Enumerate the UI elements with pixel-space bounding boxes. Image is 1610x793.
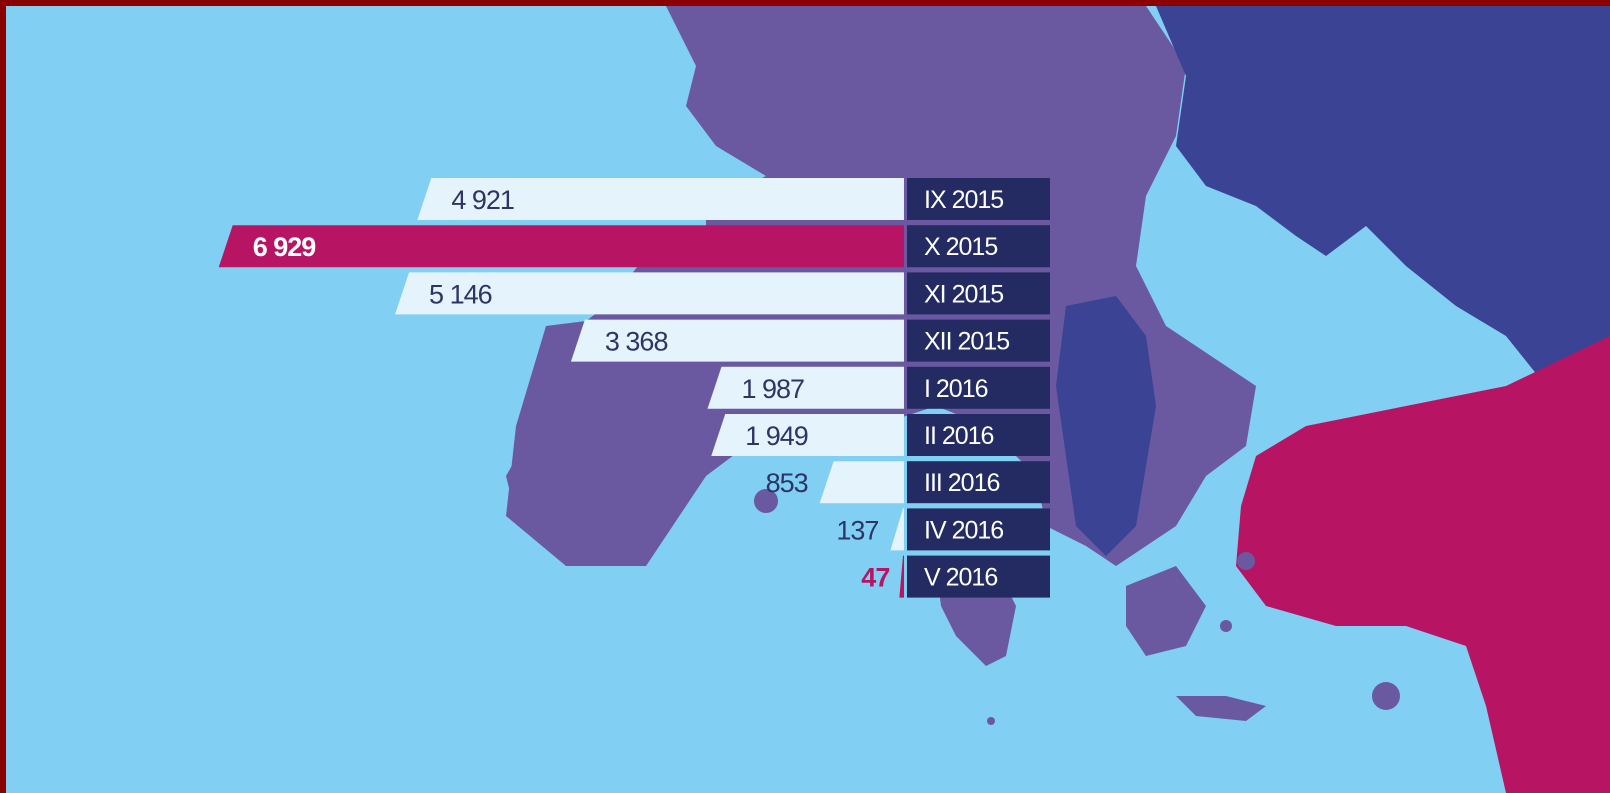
- land-eastern-europe: [1156, 6, 1610, 386]
- period-label: IX 2015: [924, 186, 1003, 214]
- bar: [819, 461, 904, 504]
- value-label: 4 921: [451, 185, 514, 215]
- period-box: [907, 461, 1050, 504]
- value-label: 3 368: [605, 327, 668, 357]
- value-label: 5 146: [429, 279, 492, 309]
- period-label: XII 2015: [924, 328, 1009, 356]
- period-box: [907, 319, 1050, 362]
- period-box: [907, 366, 1050, 409]
- period-box: [907, 272, 1050, 315]
- bar: [899, 555, 904, 598]
- period-label: III 2016: [924, 469, 999, 497]
- period-label: II 2016: [924, 422, 994, 450]
- value-labels: 4 921 6 929 5 146 3 368 1 987 1 949 853 137 47: [253, 185, 891, 593]
- chart-frame: 4 921 6 929 5 146 3 368 1 987 1 949 853 137 47 I…: [6, 6, 1610, 793]
- bars: [218, 178, 904, 598]
- island: [1220, 620, 1232, 632]
- period-label: V 2016: [924, 564, 997, 592]
- bar: [890, 508, 904, 551]
- value-label: 1 987: [741, 374, 804, 404]
- land-highlighted-country: [1236, 336, 1610, 793]
- island: [1372, 682, 1400, 710]
- inland-sea: [1246, 256, 1506, 416]
- island: [1176, 696, 1266, 721]
- period-box: [907, 178, 1050, 220]
- period-box: [907, 555, 1050, 598]
- land-southwest-peninsula: [506, 306, 726, 566]
- value-label: 1 949: [745, 421, 808, 451]
- period-label: I 2016: [924, 375, 988, 403]
- background-map: [6, 6, 1610, 793]
- land-balkans-west: [1056, 296, 1156, 556]
- bar: [707, 366, 904, 409]
- bar: [218, 225, 904, 268]
- period-label: IV 2016: [924, 516, 1003, 544]
- period-box: [907, 414, 1050, 456]
- value-label: 137: [836, 515, 878, 545]
- bar: [417, 178, 904, 220]
- period-label: X 2015: [924, 233, 997, 261]
- island: [1237, 552, 1255, 570]
- island: [987, 717, 995, 725]
- value-label: 6 929: [253, 232, 317, 262]
- period-label: XI 2015: [924, 280, 1003, 308]
- bar: [395, 272, 904, 315]
- bar: [711, 414, 904, 456]
- value-label: 853: [766, 468, 808, 498]
- period-box: [907, 225, 1050, 268]
- period-box: [907, 508, 1050, 551]
- bar-chart-over-map: 4 921 6 929 5 146 3 368 1 987 1 949 853 137 47 I…: [6, 6, 1610, 793]
- bar: [570, 319, 904, 362]
- land-greece: [1126, 566, 1206, 656]
- island: [754, 489, 778, 513]
- value-label: 47: [861, 563, 889, 593]
